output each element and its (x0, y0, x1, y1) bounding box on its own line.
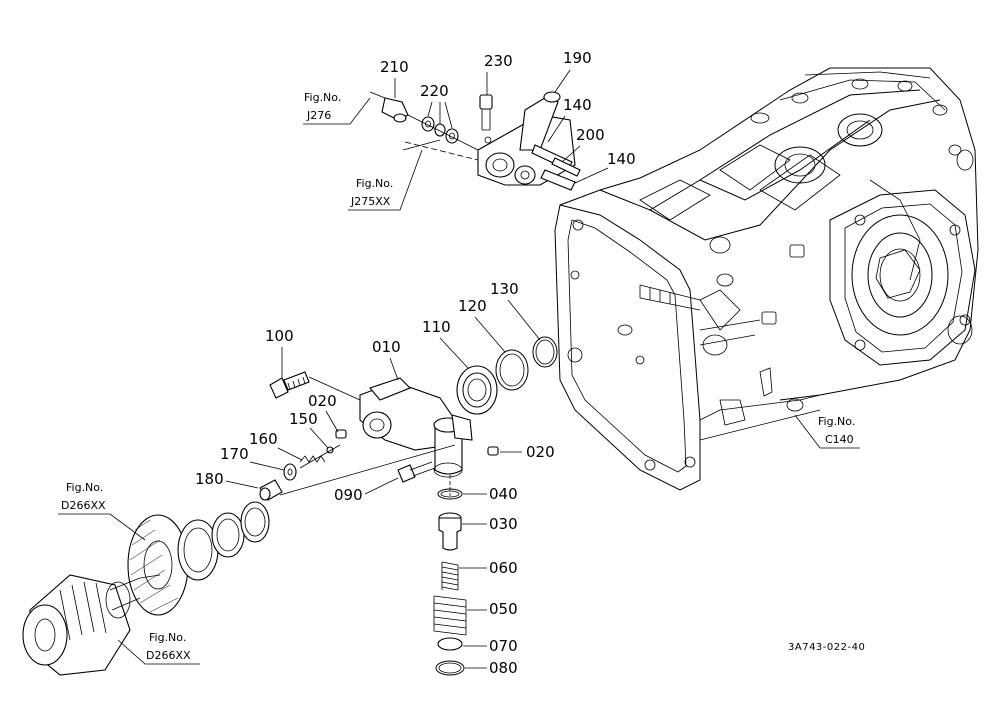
part-label-030: 030 (489, 515, 518, 533)
svg-text:C140: C140 (825, 433, 854, 446)
figure-references: Fig.No. J276 Fig.No. J275XX Fig.No. C140… (58, 91, 860, 665)
part-label-040: 040 (489, 485, 518, 503)
svg-text:Fig.No.: Fig.No. (304, 91, 341, 104)
part-label-110: 110 (422, 318, 451, 336)
part-label-080: 080 (489, 659, 518, 677)
drawing-code: 3A743-022-40 (788, 642, 865, 653)
svg-text:D266XX: D266XX (61, 499, 106, 512)
upper-valve-assembly (369, 91, 581, 191)
transmission-case (554, 67, 979, 491)
svg-text:Fig.No.: Fig.No. (818, 415, 855, 428)
part-label-190: 190 (563, 49, 592, 67)
part-label-170: 170 (220, 445, 249, 463)
part-label-020-right: 020 (526, 443, 555, 461)
clutch-pack-assembly (22, 501, 270, 676)
part-label-150: 150 (289, 410, 318, 428)
part-label-020-left: 020 (308, 392, 337, 410)
part-label-060: 060 (489, 559, 518, 577)
fig-ref-d266xx-upper[interactable]: Fig.No. D266XX (58, 481, 146, 541)
svg-text:Fig.No.: Fig.No. (149, 631, 186, 644)
fig-ref-j275xx[interactable]: Fig.No. J275XX (348, 139, 441, 211)
part-label-140-upper: 140 (563, 96, 592, 114)
fig-ref-d266xx-lower[interactable]: Fig.No. D266XX (117, 631, 200, 665)
part-label-090: 090 (334, 486, 363, 504)
svg-text:Fig.No.: Fig.No. (66, 481, 103, 494)
part-label-130: 130 (490, 280, 519, 298)
part-labels: 210 220 230 190 140 200 140 130 120 110 … (195, 49, 636, 677)
fig-ref-c140[interactable]: Fig.No. C140 (794, 414, 860, 449)
part-label-140-lower: 140 (607, 150, 636, 168)
part-label-180: 180 (195, 470, 224, 488)
part-label-230: 230 (484, 52, 513, 70)
part-label-160: 160 (249, 430, 278, 448)
vertical-valve-stack (433, 475, 467, 676)
part-label-070: 070 (489, 637, 518, 655)
part-label-220: 220 (420, 82, 449, 100)
svg-text:D266XX: D266XX (146, 649, 191, 662)
svg-text:J275XX: J275XX (350, 195, 391, 208)
svg-text:Fig.No.: Fig.No. (356, 177, 393, 190)
fig-ref-j276[interactable]: Fig.No. J276 (303, 91, 371, 125)
part-label-100: 100 (265, 327, 294, 345)
part-label-200: 200 (576, 126, 605, 144)
part-label-010: 010 (372, 338, 401, 356)
part-label-050: 050 (489, 600, 518, 618)
part-label-210: 210 (380, 58, 409, 76)
svg-text:J276: J276 (306, 109, 331, 122)
part-label-120: 120 (458, 297, 487, 315)
center-housing-assembly (259, 336, 558, 501)
